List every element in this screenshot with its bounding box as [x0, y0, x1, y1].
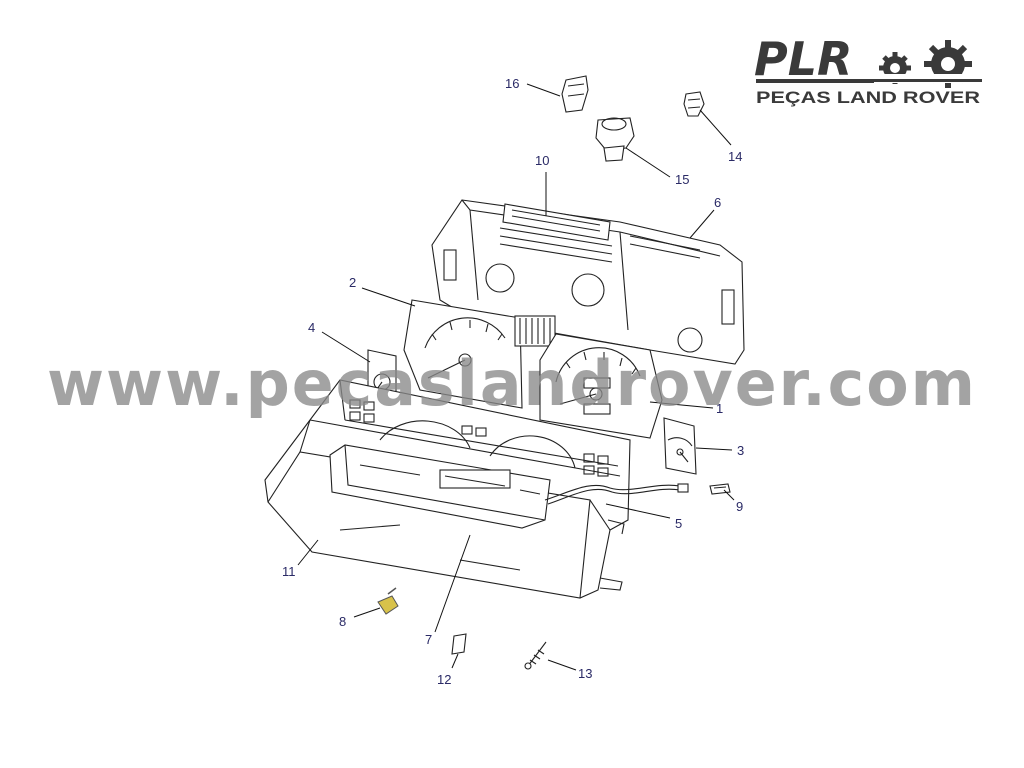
part-7-circuit-board — [329, 444, 551, 529]
part-8-fastener — [377, 587, 399, 615]
part-label-6: 6 — [714, 195, 721, 210]
part-label-13: 13 — [578, 666, 592, 681]
part-label-15: 15 — [675, 172, 689, 187]
part-label-4: 4 — [308, 320, 315, 335]
part-label-7: 7 — [425, 632, 432, 647]
part-label-11: 11 — [282, 564, 296, 579]
part-13-screw — [524, 641, 547, 670]
part-label-14: 14 — [728, 149, 742, 164]
part-16-bulb-holder — [561, 75, 589, 113]
part-label-16: 16 — [505, 76, 519, 91]
leader-lines — [297, 83, 735, 671]
part-2-left-dial — [403, 299, 556, 409]
part-1-right-dial — [539, 333, 663, 439]
part-10-circuit-strip — [502, 203, 611, 241]
part-label-12: 12 — [437, 672, 451, 687]
part-12-spacer — [451, 633, 467, 655]
part-14-bulb — [683, 91, 705, 117]
part-label-2: 2 — [349, 275, 356, 290]
part-15-bulb-socket — [595, 117, 635, 162]
logo-tagline-text: PEÇAS LAND ROVER — [756, 88, 980, 107]
watermark-url: www.pecaslandrover.com — [47, 347, 977, 420]
part-label-9: 9 — [736, 499, 743, 514]
part-label-8: 8 — [339, 614, 346, 629]
part-label-5: 5 — [675, 516, 682, 531]
part-3-small-gauge — [663, 417, 697, 475]
part-5-wiring-harness — [544, 483, 689, 505]
part-label-3: 3 — [737, 443, 744, 458]
part-label-1: 1 — [716, 401, 723, 416]
logo-brand-text: PLR — [754, 32, 852, 86]
part-labels: 16 14 15 10 6 2 4 1 3 5 9 11 8 7 12 13 — [282, 76, 744, 687]
part-label-10: 10 — [535, 153, 549, 168]
gears-icon — [756, 40, 982, 88]
brand-logo: PLR PEÇAS LAND ROVER — [754, 32, 982, 107]
